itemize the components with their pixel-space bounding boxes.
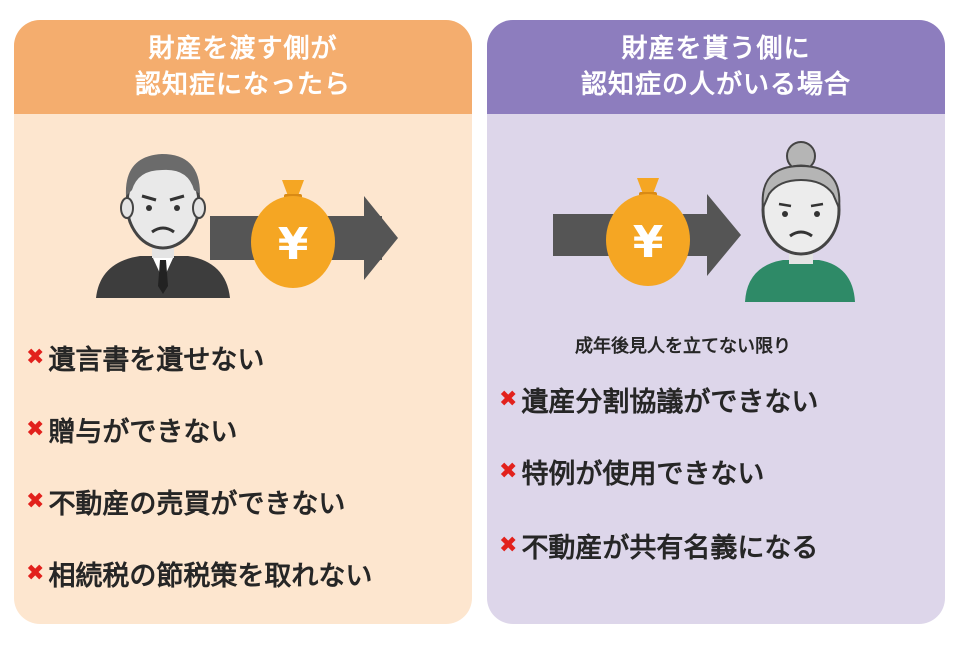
money-bag-icon: ¥	[251, 180, 335, 288]
cross-mark-icon: ✖	[26, 489, 45, 514]
left-item-2: ✖ 贈与ができない	[26, 410, 237, 449]
left-panel: 財産を渡す側が 認知症になったら ¥	[14, 20, 472, 624]
left-item-1: ✖ 遺言書を遺せない	[26, 338, 264, 377]
cross-mark-icon: ✖	[499, 459, 518, 484]
cross-mark-icon: ✖	[26, 561, 45, 586]
left-panel-header: 財産を渡す側が 認知症になったら	[14, 20, 472, 114]
left-item-text: 贈与ができない	[48, 417, 238, 448]
right-item-text: 遺産分割協議ができない	[521, 387, 819, 418]
right-illustration: ¥	[553, 141, 855, 302]
note-text: 成年後見人を立てない限り	[575, 336, 791, 357]
cross-mark-icon: ✖	[26, 417, 45, 442]
yen-symbol: ¥	[278, 219, 309, 270]
right-item-text: 特例が使用できない	[521, 459, 765, 490]
right-panel: 財産を貰う側に 認知症の人がいる場合 ¥ 成年後見人を立てない限り	[487, 20, 945, 624]
left-item-text: 相続税の節税策を取れない	[48, 561, 373, 592]
left-item-text: 不動産の売買ができない	[48, 489, 346, 520]
right-item-1: ✖ 遺産分割協議ができない	[499, 380, 818, 419]
right-item-2: ✖ 特例が使用できない	[499, 452, 764, 491]
cross-mark-icon: ✖	[499, 387, 518, 412]
left-title-line2: 認知症になったら	[134, 70, 351, 100]
left-item-3: ✖ 不動産の売買ができない	[26, 482, 345, 521]
right-item-text: 不動産が共有名義になる	[521, 533, 819, 564]
cross-mark-icon: ✖	[26, 345, 45, 370]
left-illustration: ¥	[96, 154, 398, 298]
left-item-text: 遺言書を遺せない	[48, 345, 265, 376]
old-woman-icon	[745, 141, 855, 302]
money-bag-icon: ¥	[606, 178, 690, 286]
right-title-line2: 認知症の人がいる場合	[580, 70, 851, 100]
left-title-line1: 財産を渡す側が	[148, 34, 338, 64]
left-item-4: ✖ 相続税の節税策を取れない	[26, 554, 372, 593]
right-item-3: ✖ 不動産が共有名義になる	[499, 526, 818, 565]
cross-mark-icon: ✖	[499, 533, 518, 558]
right-panel-header: 財産を貰う側に 認知症の人がいる場合	[487, 20, 945, 114]
right-title-line1: 財産を貰う側に	[621, 34, 811, 64]
old-man-icon	[96, 154, 230, 298]
yen-symbol: ¥	[633, 217, 664, 268]
